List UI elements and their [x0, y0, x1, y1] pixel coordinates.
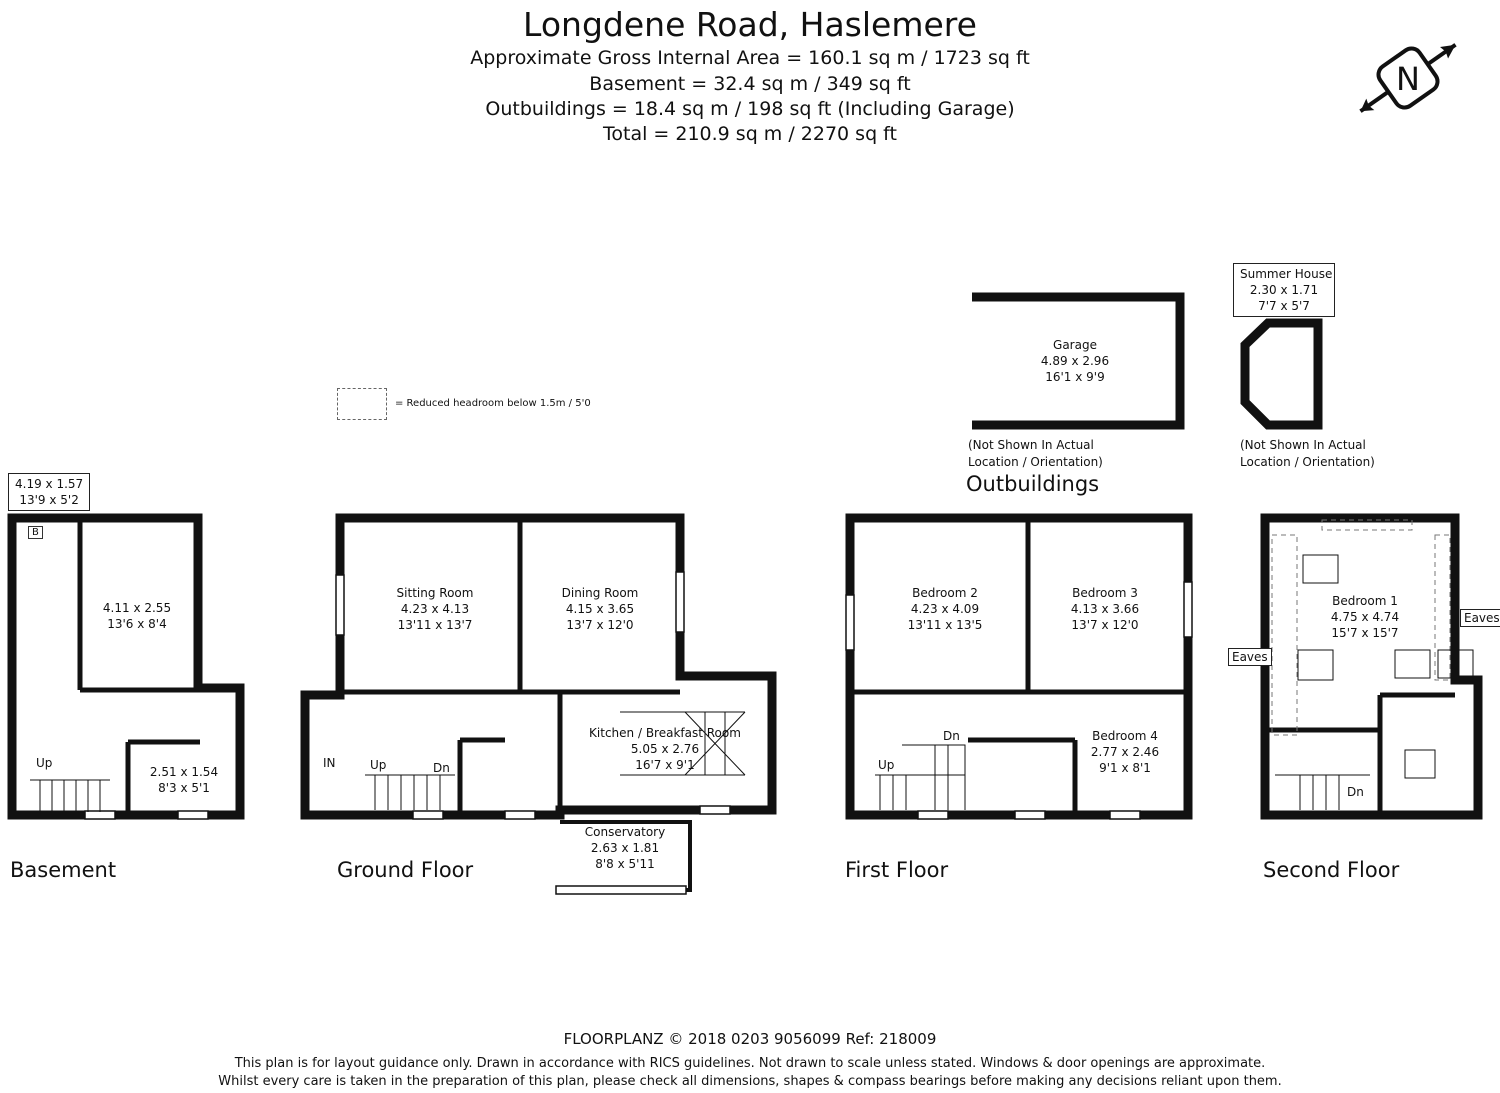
ground-stairs-up: Up	[370, 758, 387, 772]
second-floor-walls	[1260, 513, 1483, 820]
area-outbuildings: Outbuildings = 18.4 sq m / 198 sq ft (In…	[485, 98, 1015, 120]
north-compass-icon: N	[1359, 43, 1457, 113]
area-basement: Basement = 32.4 sq m / 349 sq ft	[589, 73, 911, 95]
headroom-legend-text: = Reduced headroom below 1.5m / 5'0	[395, 398, 591, 409]
floor-label-basement: Basement	[10, 858, 117, 882]
floor-label-second: Second Floor	[1263, 858, 1400, 882]
first-floor-walls	[845, 513, 1193, 820]
boiler-label: B	[28, 526, 43, 539]
basement-stairs-up: Up	[36, 756, 53, 770]
eaves-right-label: Eaves	[1460, 609, 1500, 627]
area-gross: Approximate Gross Internal Area = 160.1 …	[470, 47, 1030, 69]
basement-walls	[7, 513, 245, 820]
page-title: Longdene Road, Haslemere	[523, 5, 977, 44]
first-stairs-dn: Dn	[943, 729, 960, 743]
footer-disclaimer: This plan is for layout guidance only. D…	[218, 1056, 1282, 1089]
footer-credit: FLOORPLANZ © 2018 0203 9056099 Ref: 2180…	[563, 1030, 937, 1048]
outbuildings-heading: Outbuildings	[966, 472, 1100, 496]
entrance-in-label: IN	[323, 756, 336, 770]
compass-letter: N	[1396, 60, 1420, 98]
eaves-left-label: Eaves	[1228, 648, 1272, 666]
garage-walls	[972, 292, 1185, 430]
headroom-legend-swatch	[337, 388, 387, 420]
area-total: Total = 210.9 sq m / 2270 sq ft	[603, 123, 897, 145]
floor-label-first: First Floor	[845, 858, 949, 882]
floor-label-ground: Ground Floor	[337, 858, 474, 882]
summer-house-walls	[1240, 318, 1323, 430]
ground-stairs-dn: Dn	[433, 761, 450, 775]
second-stairs-dn: Dn	[1347, 785, 1364, 799]
first-stairs-up: Up	[878, 758, 895, 772]
